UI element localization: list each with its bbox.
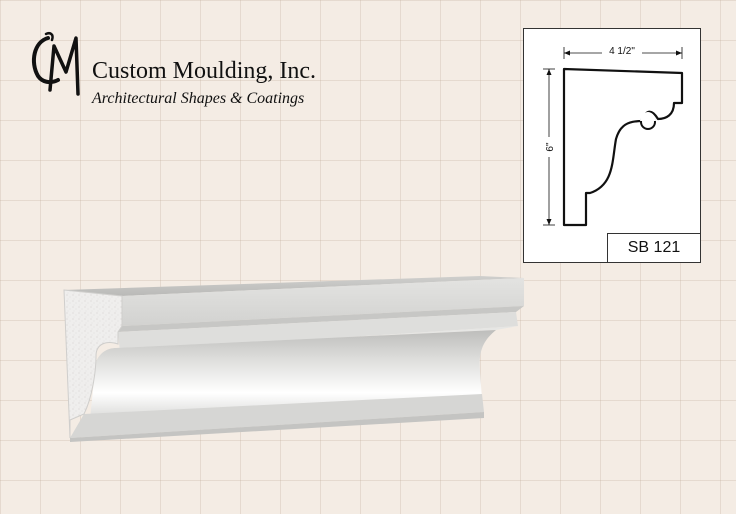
- profile-drawing-icon: 4 1/2" 6": [540, 43, 684, 227]
- cm-logo-icon: [31, 32, 80, 96]
- profile-code-label: SB 121: [607, 233, 701, 263]
- profile-width-label: 4 1/2": [609, 46, 635, 57]
- profile-drawing-panel: 4 1/2" 6" SB 121: [523, 28, 701, 263]
- company-tagline: Architectural Shapes & Coatings: [92, 90, 305, 107]
- company-name: Custom Moulding, Inc.: [92, 58, 317, 84]
- profile-height-label: 6": [545, 142, 556, 152]
